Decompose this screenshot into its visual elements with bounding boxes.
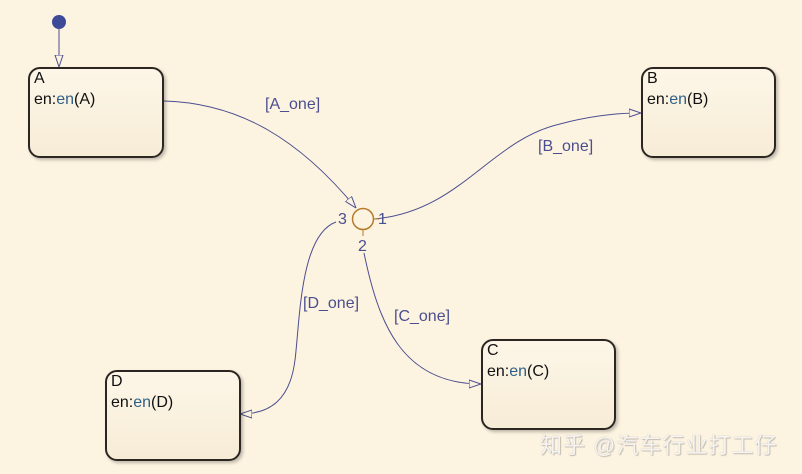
state-d[interactable]: D en:en(D) xyxy=(105,370,241,461)
entry-prefix: en: xyxy=(647,91,670,108)
default-transition[interactable] xyxy=(52,15,66,67)
default-transition-dot-icon xyxy=(52,15,66,29)
entry-arg: (B) xyxy=(687,91,709,108)
state-entry-action: en:en(B) xyxy=(647,91,708,109)
transition-junction-to-d[interactable] xyxy=(240,221,337,414)
transition-label-b-one[interactable]: [B_one] xyxy=(538,138,594,155)
entry-prefix: en: xyxy=(34,91,57,108)
entry-function: en xyxy=(133,394,152,411)
entry-arg: (D) xyxy=(151,394,174,411)
state-name: C xyxy=(487,342,499,359)
transition-label-c-one[interactable]: [C_one] xyxy=(394,308,451,325)
state-b[interactable]: B en:en(B) xyxy=(641,67,776,158)
transition-label-d-one[interactable]: [D_one] xyxy=(303,295,360,312)
watermark: 知乎 @汽车行业打工仔 xyxy=(540,433,778,458)
entry-prefix: en: xyxy=(111,394,134,411)
entry-prefix: en: xyxy=(487,363,510,380)
state-a[interactable]: A en:en(A) xyxy=(28,67,164,158)
state-entry-action: en:en(A) xyxy=(34,91,95,109)
state-name: D xyxy=(111,373,123,390)
transition-junction-to-b[interactable] xyxy=(373,113,641,220)
state-entry-action: en:en(D) xyxy=(111,394,173,412)
state-name: B xyxy=(647,70,658,87)
entry-function: en xyxy=(56,91,75,108)
transition-a-to-junction[interactable] xyxy=(163,100,356,208)
connective-junction-icon[interactable] xyxy=(351,207,375,231)
entry-arg: (C) xyxy=(527,363,550,380)
entry-arg: (A) xyxy=(74,91,96,108)
state-name: A xyxy=(34,70,45,87)
state-c[interactable]: C en:en(C) xyxy=(481,339,616,430)
state-entry-action: en:en(C) xyxy=(487,363,549,381)
entry-function: en xyxy=(509,363,528,380)
entry-function: en xyxy=(669,91,688,108)
execution-order-3: 3 xyxy=(338,211,347,228)
execution-order-1: 1 xyxy=(378,211,387,228)
transition-label-a-one[interactable]: [A_one] xyxy=(265,96,321,113)
execution-order-2: 2 xyxy=(358,238,367,255)
transition-junction-to-c[interactable] xyxy=(363,252,481,384)
